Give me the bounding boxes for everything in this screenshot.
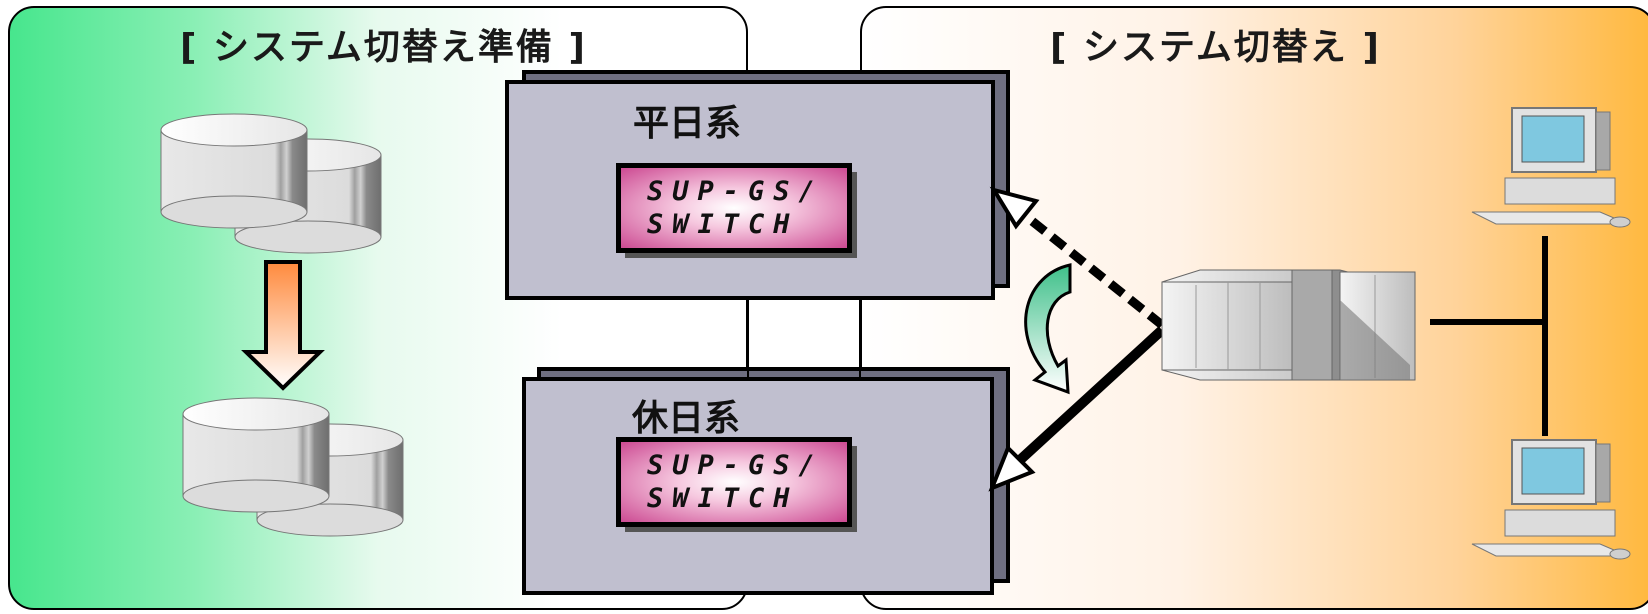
- preparation-heading: [ システム切替え準備 ]: [180, 27, 587, 68]
- terminal-icon: [1471, 107, 1631, 228]
- holiday-program-line1: SUP-GS/: [647, 450, 824, 481]
- switching-heading: [ システム切替え ]: [1050, 27, 1381, 68]
- source-database-icon: [160, 113, 382, 254]
- network-lines: [1430, 236, 1548, 436]
- switch-arrow-icon: [1024, 263, 1072, 395]
- holiday-program-line2: SWITCH: [647, 483, 799, 514]
- solid-connection-arrow: [988, 326, 1166, 492]
- holiday-program-box: SUP-GS/ SWITCH: [616, 437, 852, 527]
- copy-arrow-icon: [241, 260, 325, 391]
- panel-divider-lines: [747, 300, 861, 377]
- weekday-program-box: SUP-GS/ SWITCH: [616, 163, 852, 253]
- terminal-icon: [1471, 439, 1631, 560]
- target-database-icon: [182, 397, 404, 537]
- weekday-program-line2: SWITCH: [647, 209, 799, 240]
- dashed-connection-arrow: [989, 186, 1165, 329]
- server-icon: [1161, 269, 1416, 381]
- holiday-system-title: 休日系: [632, 398, 741, 439]
- weekday-system-title: 平日系: [633, 103, 742, 144]
- weekday-program-line1: SUP-GS/: [647, 176, 824, 207]
